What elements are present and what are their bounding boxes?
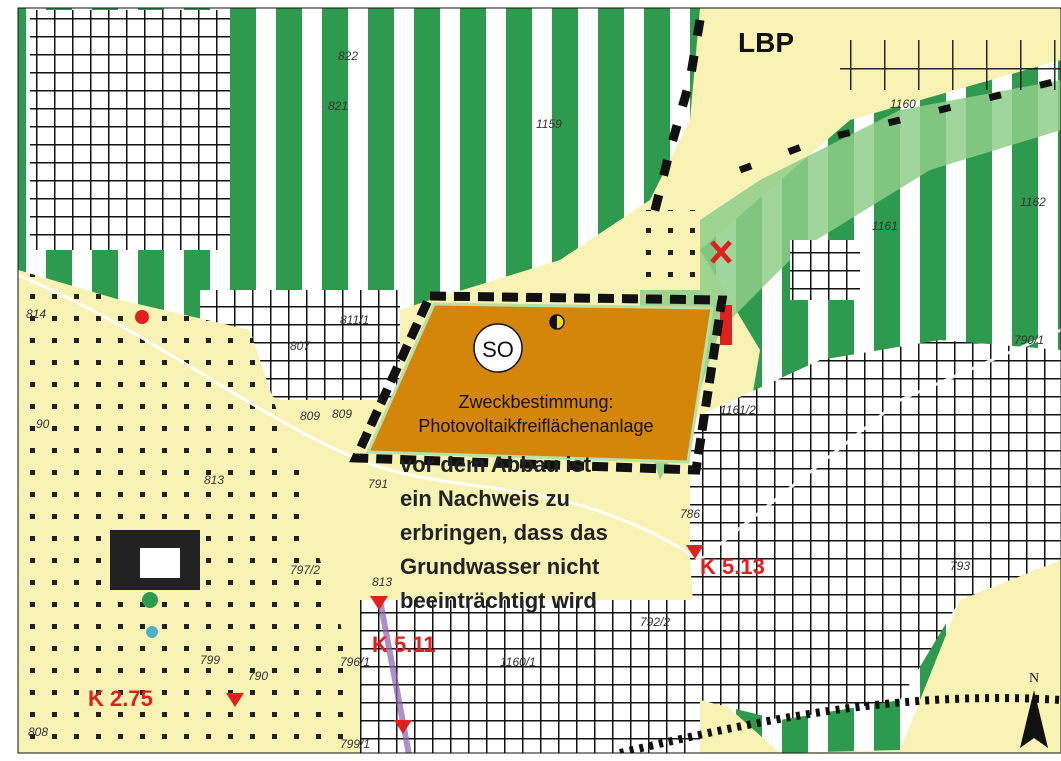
light-green-band [640,80,1061,480]
road-path [699,328,1061,562]
so-zone-circle [473,323,523,373]
grid-area-southeast [690,340,1061,720]
tree-spot [142,592,158,608]
parcel-label: 790 [248,669,268,683]
parcel-label: 799/1 [340,737,370,751]
tree-spot [146,626,158,638]
grid-area-south [360,600,700,753]
so-zone-purpose-line2: Photovoltaikfreiflächenanlage [418,416,653,436]
parcel-label: 1162 [1020,195,1046,209]
note-line: Grundwasser nicht [400,554,600,579]
north-arrow: N [1020,671,1048,748]
parcel-label: 809 [300,409,320,423]
parcel-label: 813 [204,473,224,487]
map-title-label: LBP [738,27,794,58]
parcel-label: 807 [290,339,311,353]
red-triangle-marker [686,545,704,559]
red-triangle-marker [370,596,388,610]
grid-area-east-small [790,240,860,300]
so-zone-purpose-line1: Zweckbestimmung: [458,392,613,412]
map-frame [17,7,1061,754]
parcel-label: 793 [950,559,970,573]
farmland-dotted-north [640,210,700,290]
farmland-dotted-west [18,270,360,753]
parcel-labels: 822 821 1159 1160 1162 1161 790/1 811/1 … [26,49,1046,751]
parcel-label: 791 [368,477,388,491]
parcel-label: 799 [200,653,220,667]
parcel-label: 1161 [872,219,898,233]
road-label-k513: K 5.13 [700,554,765,579]
north-label: N [1029,671,1039,686]
red-triangle-marker [394,720,412,734]
road-label-k511: K 5.11 [372,632,436,657]
parcel-label: 809 [332,407,352,421]
hedge-line-east [738,76,1061,174]
parcel-label: 786 [680,507,700,521]
parcel-label: 1159 [536,117,562,131]
sun-symbol-half [550,315,557,329]
red-bar-marker [720,305,732,345]
red-cross-marker [710,240,732,264]
note-line: beeinträchtigt wird [400,588,597,613]
red-marker [135,310,149,324]
parcel-label: 792/2 [640,615,670,629]
parcel-label: 90 [36,417,50,431]
red-triangle-marker [226,693,244,707]
parcel-label: 813 [372,575,392,589]
hatched-boundary [619,694,1061,753]
road-path [377,599,412,753]
note-line: erbringen, dass das [400,520,608,545]
parcel-label: 811/1 [340,313,369,327]
parcel-label: 1161/2 [720,403,756,417]
parcel-label: 790/1 [1014,333,1044,347]
grid-area-northwest [30,10,230,250]
parcel-label: 796/1 [340,655,370,669]
groundwater-note: vor dem Abbau ist ein Nachweis zu erbrin… [400,452,608,613]
parcel-label: 797/2 [290,563,320,577]
parcel-label: 822 [338,49,358,63]
so-zone-area [365,302,714,464]
parcel-label: 1160/1 [500,655,536,669]
road-label-k275: K 2.75 [88,686,153,711]
note-line: ein Nachweis zu [400,486,570,511]
parcel-label: 808 [28,725,48,739]
north-arrow-icon [1020,690,1048,748]
so-zone-boundary [349,291,728,475]
grid-area-northeast [840,40,1061,90]
parcel-label: 821 [328,99,348,113]
parcel-label: 814 [26,307,46,321]
parcel-label: 1160 [890,97,916,111]
note-line: vor dem Abbau ist [400,452,592,477]
building-inner [140,548,180,578]
so-zone-code: SO [482,337,514,362]
